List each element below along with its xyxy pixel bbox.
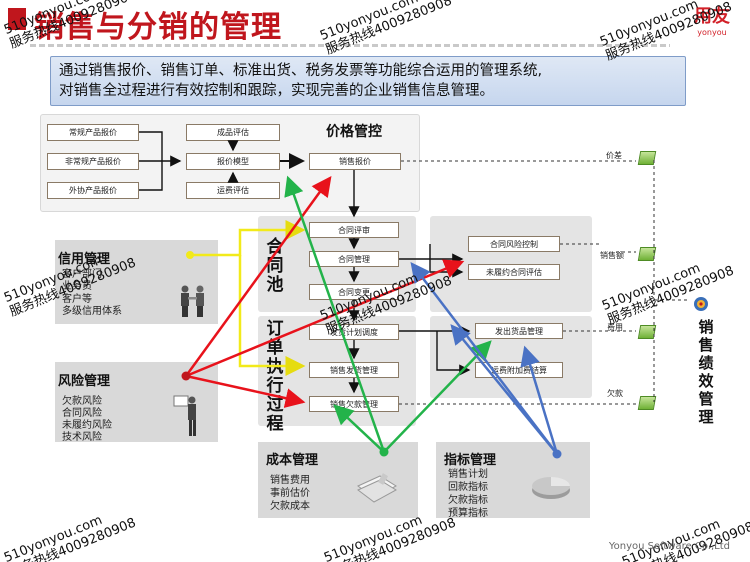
- index-item: 回款指标: [448, 482, 488, 493]
- title-marker: [8, 8, 26, 30]
- node-irregular-quote: 非常规产品报价: [47, 153, 139, 170]
- price-connectors: [139, 131, 471, 394]
- credit-item: 客户等: [62, 294, 92, 305]
- risk-title: 风险管理: [58, 374, 111, 389]
- handshake-people-icon: [181, 285, 204, 317]
- credit-item: 多级信用体系: [62, 306, 122, 317]
- risk-item: 合同风险: [62, 408, 102, 419]
- logo-text: 用友: [694, 6, 730, 27]
- dashed-connectors: [399, 160, 690, 405]
- presenter-person-icon: [173, 395, 196, 436]
- right-label-arrears: 欠款: [607, 389, 623, 398]
- blue-arrows: [410, 262, 559, 455]
- risk-item: 未履约风险: [62, 420, 112, 431]
- performance-title: 销售绩效管理: [698, 318, 714, 426]
- right-label-expense: 费用: [607, 323, 623, 332]
- green-source-dot: [379, 447, 389, 457]
- index-item: 销售计划: [448, 469, 488, 480]
- node-price-model: 报价模型: [186, 153, 280, 170]
- node-contract-risk-control: 合同风险控制: [468, 236, 560, 252]
- yellow-arrows: [190, 220, 306, 376]
- index-title: 指标管理: [444, 453, 497, 468]
- intro-line-1: 通过销售报价、销售订单、标准出货、税务发票等功能综合运用的管理系统,: [59, 63, 543, 79]
- credit-item: 业务员: [62, 281, 92, 292]
- footer-company: Yonyou Software Co.,Ltd: [608, 541, 730, 552]
- credit-title: 信用管理: [58, 252, 111, 267]
- document-stack-icon: [357, 473, 397, 503]
- red-source-dot: [181, 371, 191, 381]
- performance-target-icon: [694, 297, 708, 311]
- cost-item: 欠款成本: [270, 501, 310, 512]
- node-sales-quote: 销售报价: [309, 153, 401, 170]
- index-item: 预算指标: [448, 508, 488, 519]
- right-label-sales-amount: 销售额: [600, 251, 624, 260]
- intro-box: 通过销售报价、销售订单、标准出货、税务发票等功能综合运用的管理系统, 对销售全过…: [50, 56, 686, 106]
- intro-line-2: 对销售全过程进行有效控制和跟踪，实现完善的企业销售信息管理。: [59, 83, 494, 99]
- title-divider: [30, 44, 670, 47]
- yellow-source-dot: [186, 251, 194, 259]
- red-arrows: [184, 175, 465, 408]
- node-contract-review: 合同评审: [309, 222, 399, 238]
- price-panel-title: 价格管控: [326, 124, 382, 140]
- risk-item: 技术风险: [62, 432, 102, 443]
- index-item: 欠款指标: [448, 495, 488, 506]
- risk-item: 欠款风险: [62, 396, 102, 407]
- node-issued-goods: 发出货品管理: [475, 323, 563, 339]
- cost-item: 销售费用: [270, 475, 310, 486]
- green-arrows: [284, 175, 492, 453]
- page-title: 销售与分销的管理: [34, 10, 282, 45]
- cost-title: 成本管理: [266, 453, 319, 468]
- credit-item: 客户部门: [62, 269, 102, 280]
- node-unfulfilled-eval: 未履约合同评估: [468, 264, 560, 280]
- node-ship-plan: 发货计划调度: [309, 324, 399, 340]
- yonyou-logo: 用友 yonyou: [684, 6, 740, 42]
- node-contract-manage: 合同管理: [309, 251, 399, 267]
- node-regular-quote: 常规产品报价: [47, 124, 139, 141]
- cost-item: 事前估价: [270, 488, 310, 499]
- pie-chart-icon: [532, 477, 570, 499]
- blue-source-dot: [552, 449, 562, 459]
- logo-subtext: yonyou: [697, 28, 727, 37]
- right-label-price-gap: 价差: [606, 151, 622, 160]
- order-panel-title: 订单执行过程: [266, 319, 284, 434]
- cost-panel: [258, 442, 418, 518]
- node-outsource-quote: 外协产品报价: [47, 182, 139, 199]
- title-bar: 销售与分销的管理 用友 yonyou: [0, 0, 750, 52]
